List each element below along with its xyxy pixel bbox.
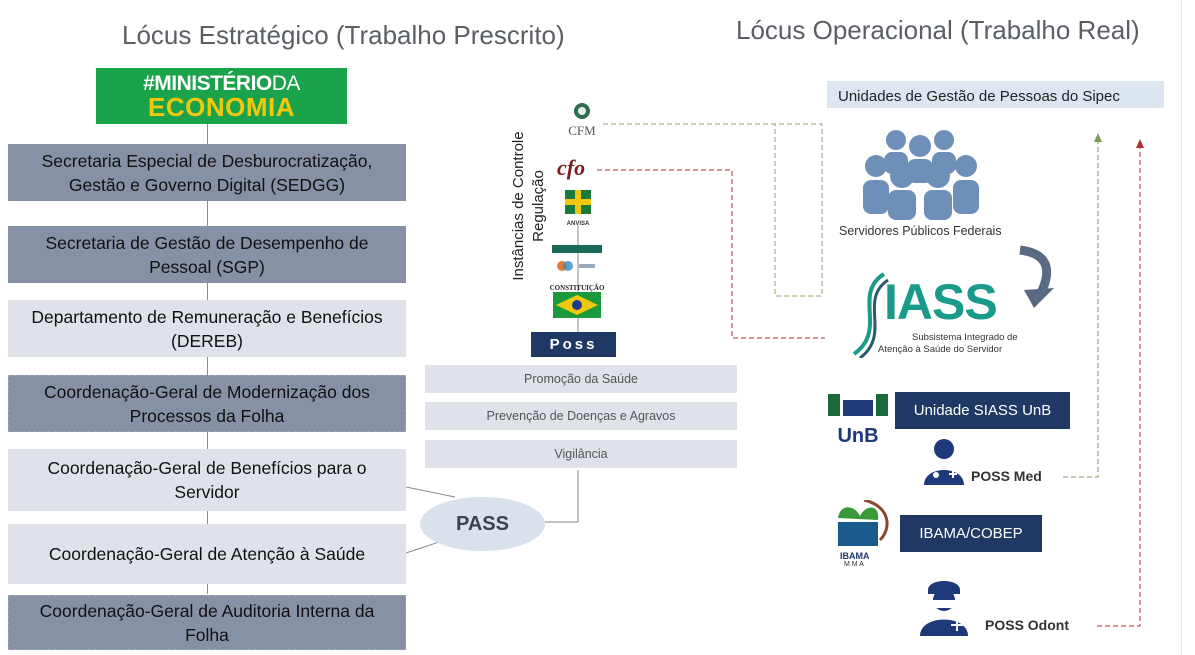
modernizacao-folha-box: Coordenação-Geral de Modernização dos Pr… — [8, 375, 406, 432]
dereb-label: Departamento de Remuneração e Benefícios… — [31, 306, 383, 351]
small-ministry-logo — [552, 245, 602, 253]
logo-economia-text: ECONOMIA — [148, 92, 295, 122]
siass-logo: IASS Subsistema Integrado de Atenção à S… — [848, 270, 1028, 360]
ibama-cobep-box: IBAMA/COBEP — [900, 515, 1042, 552]
constituicao-text: CONSTITUIÇÃO — [549, 284, 605, 292]
promocao-saude-box: Promoção da Saúde — [425, 365, 737, 393]
ministerio-economia-logo: #MINISTÉRIODA ECONOMIA — [96, 68, 347, 124]
left-title: Lócus Estratégico (Trabalho Prescrito) — [122, 20, 565, 50]
poss-odont-label: POSS Odont — [985, 617, 1069, 633]
unb-logo: UnB — [828, 390, 888, 448]
poss-med-arrow-line — [1063, 140, 1099, 478]
sus-emblem-icon — [557, 261, 595, 271]
cfm-emblem-icon — [574, 103, 590, 119]
unidade-siass-unb-box: Unidade SIASS UnB — [895, 392, 1070, 429]
logo-ministerio-text: #MINISTÉRIO — [143, 72, 272, 95]
beneficios-to-pass-line — [405, 486, 456, 498]
sedgg-label: Secretaria Especial de Desburocratização… — [41, 150, 373, 195]
ibama-logo: IBAMA M M A — [830, 498, 900, 568]
logo-da-text: DA — [271, 72, 301, 95]
siass-title: IASS — [884, 274, 998, 330]
cfm-dashed-connector — [603, 123, 823, 297]
anvisa-text: ANVISA — [566, 221, 590, 227]
servers-to-siass-curve — [1019, 245, 1052, 298]
poss-box: Poss — [531, 332, 616, 357]
cfm-logo: CFM — [564, 102, 600, 139]
servers-label: Servidores Públicos Federais — [839, 224, 1002, 238]
cfo-logo: cfo — [557, 155, 586, 180]
siass-subtitle-2: Atenção à Saúde do Servidor — [878, 344, 1003, 355]
dentist-icon — [920, 581, 968, 636]
prevencao-doencas-box: Prevenção de Doenças e Agravos — [425, 402, 737, 430]
pass-to-poss-line — [545, 470, 579, 523]
cfm-text: CFM — [568, 123, 596, 138]
sedgg-box: Secretaria Especial de Desburocratização… — [8, 144, 406, 201]
poss-odont-arrow-line — [1097, 146, 1141, 627]
anvisa-emblem-icon — [565, 190, 591, 214]
poss-med-label: POSS Med — [971, 468, 1042, 484]
auditoria-folha-box: Coordenação-Geral de Auditoria Interna d… — [8, 595, 406, 650]
control-label-line1: Instâncias de Controle — [510, 131, 527, 281]
constituicao-logo: CONSTITUIÇÃO — [547, 284, 607, 323]
cfo-dashed-connector — [597, 169, 825, 339]
beneficios-servidor-box: Coordenação-Geral de Benefícios para o S… — [8, 449, 406, 511]
pass-ellipse: PASS — [420, 497, 545, 551]
anvisa-logo: ANVISA — [558, 188, 598, 227]
unidades-gestao-label: Unidades de Gestão de Pessoas do Sipec — [838, 88, 1120, 105]
modernizacao-folha-label: Coordenação-Geral de Modernização dos Pr… — [44, 381, 370, 426]
right-title: Lócus Operacional (Trabalho Real) — [736, 15, 1140, 45]
control-label-line2: Regulação — [530, 170, 547, 242]
poss-med-arrowhead — [1094, 133, 1102, 142]
dereb-box: Departamento de Remuneração e Benefícios… — [8, 300, 406, 357]
hierarchy-connector-line — [207, 124, 208, 594]
doctor-icon — [924, 439, 964, 485]
ibama-emblem-icon — [838, 498, 889, 546]
ibama-text: IBAMA — [840, 551, 870, 561]
poss-odont-arrowhead — [1136, 139, 1144, 148]
sgp-box: Secretaria de Gestão de Desempenho de Pe… — [8, 226, 406, 283]
atencao-saude-label: Coordenação-Geral de Atenção à Saúde — [48, 544, 366, 564]
brazil-flag-icon — [553, 292, 601, 318]
unb-emblem-icon — [828, 394, 888, 416]
unidades-box-bg — [827, 81, 1164, 108]
right-frame-line — [1181, 0, 1182, 655]
vigilancia-box: Vigilância — [425, 440, 737, 468]
unb-text: UnB — [837, 425, 879, 447]
sus-logo — [555, 258, 599, 279]
servers-to-siass-arrowhead — [1024, 288, 1054, 308]
siass-dna-icon — [852, 272, 889, 358]
sgp-label: Secretaria de Gestão de Desempenho de Pe… — [45, 232, 369, 277]
beneficios-servidor-label: Coordenação-Geral de Benefícios para o S… — [47, 458, 367, 502]
mma-text: M M A — [844, 561, 864, 568]
siass-subtitle-1: Subsistema Integrado de — [912, 332, 1018, 343]
auditoria-folha-label: Coordenação-Geral de Auditoria Interna d… — [39, 600, 375, 645]
servers-group-icon — [863, 130, 979, 220]
atencao-saude-box: Coordenação-Geral de Atenção à Saúde — [8, 524, 406, 584]
